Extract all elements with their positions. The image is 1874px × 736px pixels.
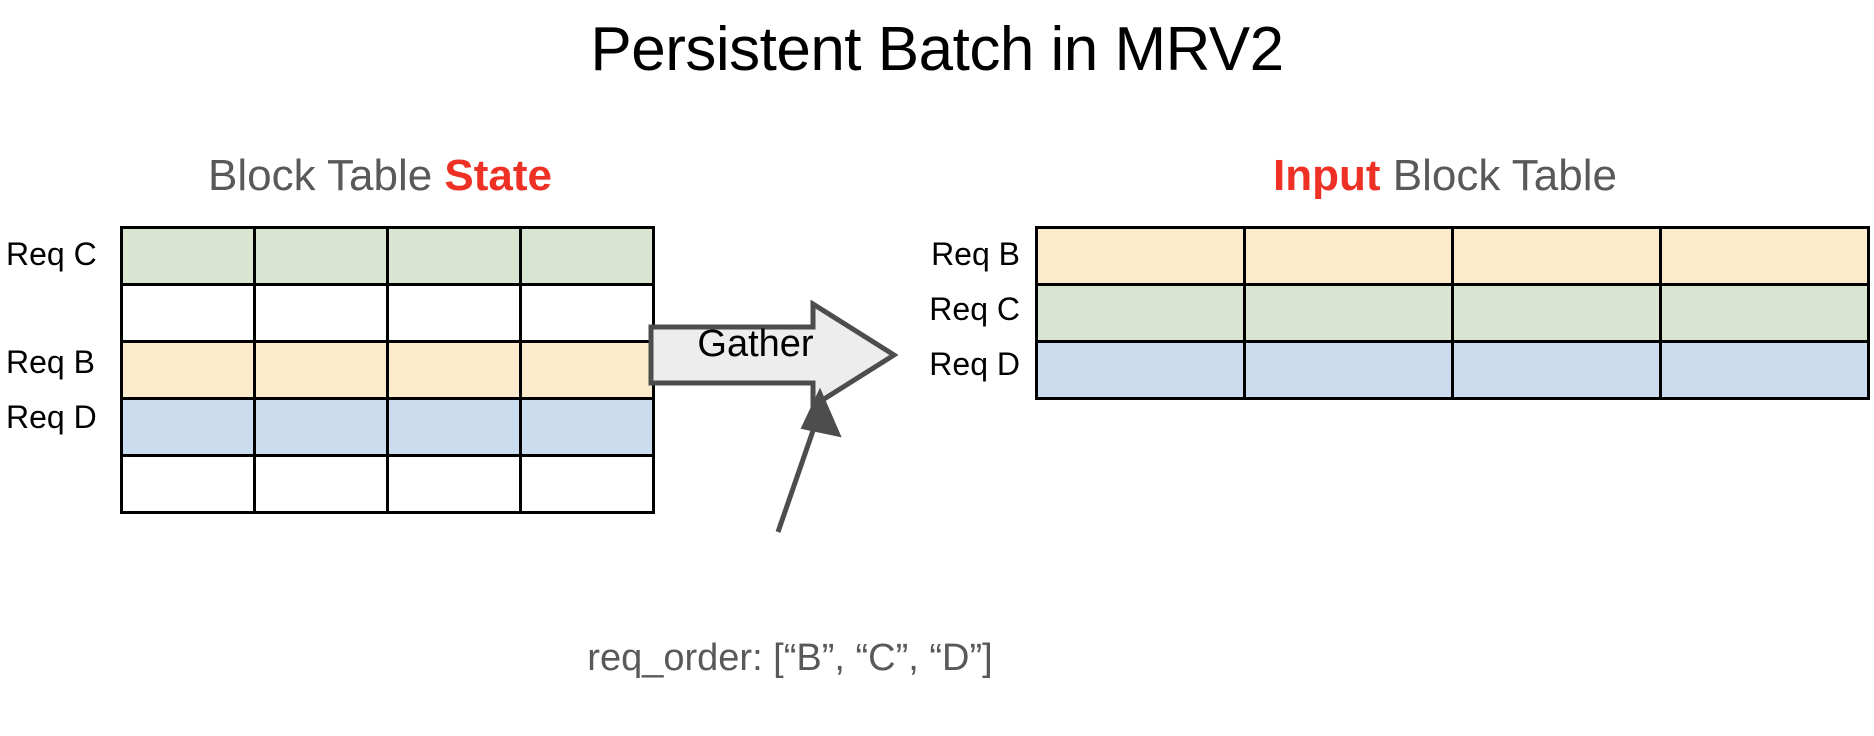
table-row — [1035, 340, 1870, 400]
table-row — [1035, 283, 1870, 343]
right-heading-suffix: Block Table — [1380, 151, 1617, 200]
table-cell — [1243, 283, 1454, 343]
block-table-input — [1035, 226, 1870, 400]
block-table-input-body — [1035, 226, 1870, 400]
left-panel-heading: Block Table State — [120, 151, 640, 200]
table-cell — [1451, 283, 1662, 343]
table-cell — [519, 454, 655, 514]
row-label-input-req-d: Req D — [929, 346, 1020, 382]
table-cell — [253, 397, 389, 457]
table-cell — [1451, 340, 1662, 400]
table-cell — [1035, 283, 1246, 343]
gather-arrow-polygon — [648, 300, 898, 410]
table-cell — [120, 397, 256, 457]
table-cell — [519, 283, 655, 343]
callout-arrow-shape — [775, 387, 842, 533]
table-row — [1035, 226, 1870, 286]
table-row — [120, 454, 655, 514]
row-label-input-req-b: Req B — [931, 236, 1020, 272]
callout-arrow-line — [775, 421, 819, 533]
table-cell — [386, 283, 522, 343]
table-cell — [1035, 226, 1246, 286]
left-heading-prefix: Block Table — [207, 151, 445, 200]
table-cell — [120, 454, 256, 514]
row-label-input-req-c: Req C — [929, 291, 1020, 327]
row-label-state-req-c: Req C — [6, 236, 97, 272]
right-heading-accent: Input — [1273, 151, 1381, 200]
row-label-state-req-d: Req D — [6, 399, 97, 435]
table-cell — [120, 340, 256, 400]
right-panel-heading: Input Block Table — [1035, 151, 1855, 200]
table-cell — [253, 283, 389, 343]
table-cell — [1243, 226, 1454, 286]
callout-arrow-head — [800, 387, 842, 438]
table-row — [120, 283, 655, 343]
table-cell — [519, 340, 655, 400]
table-cell — [1451, 226, 1662, 286]
gather-label: Gather — [697, 323, 814, 365]
table-cell — [386, 340, 522, 400]
table-cell — [519, 397, 655, 457]
block-table-state-body — [120, 226, 655, 514]
page-title: Persistent Batch in MRV2 — [590, 15, 1284, 84]
table-cell — [120, 226, 256, 286]
table-cell — [386, 226, 522, 286]
table-cell — [1659, 226, 1870, 286]
table-row — [120, 226, 655, 286]
row-label-state-req-b: Req B — [6, 344, 95, 380]
table-cell — [1659, 340, 1870, 400]
table-cell — [1035, 340, 1246, 400]
table-cell — [253, 226, 389, 286]
table-row — [120, 397, 655, 457]
table-cell — [386, 454, 522, 514]
table-cell — [253, 340, 389, 400]
left-heading-accent: State — [444, 151, 553, 200]
table-cell — [1243, 340, 1454, 400]
table-cell — [519, 226, 655, 286]
table-cell — [120, 283, 256, 343]
table-cell — [386, 397, 522, 457]
block-table-state — [120, 226, 655, 514]
table-row — [120, 340, 655, 400]
table-cell — [1659, 283, 1870, 343]
req-order-caption: req_order: [“B”, “C”, “D”] — [587, 637, 993, 679]
table-cell — [253, 454, 389, 514]
gather-arrow-shape — [648, 300, 898, 410]
